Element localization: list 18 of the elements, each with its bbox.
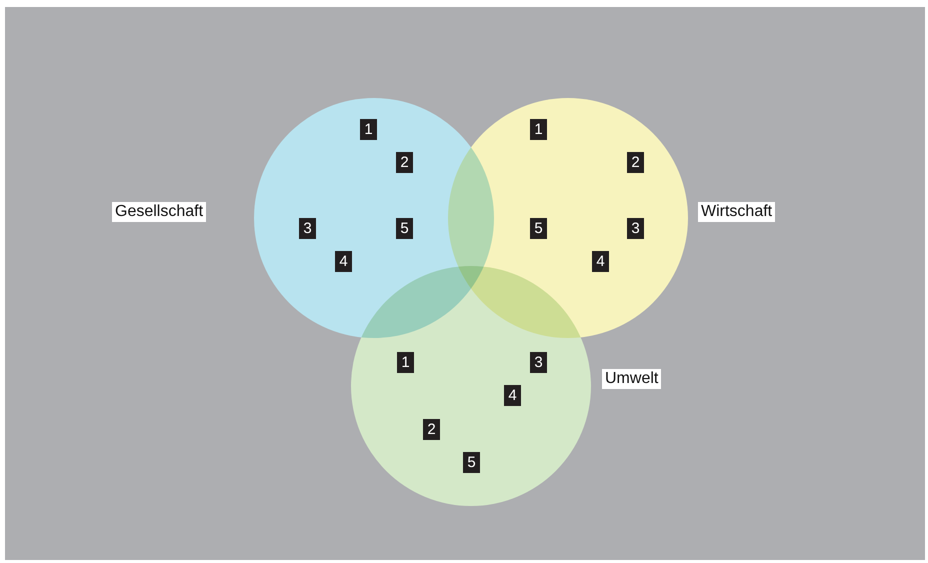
circle-label: Gesellschaft	[112, 202, 206, 222]
number-badge: 2	[627, 152, 644, 173]
number-badge: 2	[423, 419, 440, 440]
number-badge: 1	[397, 352, 414, 373]
number-badge: 3	[530, 352, 547, 373]
number-badge: 5	[530, 218, 547, 239]
number-badge: 3	[299, 218, 316, 239]
number-badge: 4	[335, 251, 352, 272]
number-badge: 4	[504, 385, 521, 406]
circle-label: Wirtschaft	[698, 202, 776, 222]
number-badge: 4	[592, 251, 609, 272]
number-badge: 1	[530, 119, 547, 140]
number-badge: 2	[396, 152, 413, 173]
number-badge: 3	[627, 218, 644, 239]
number-badge: 5	[396, 218, 413, 239]
number-badge: 1	[360, 119, 377, 140]
circle-label: Umwelt	[602, 369, 662, 389]
number-badge: 5	[463, 452, 480, 473]
